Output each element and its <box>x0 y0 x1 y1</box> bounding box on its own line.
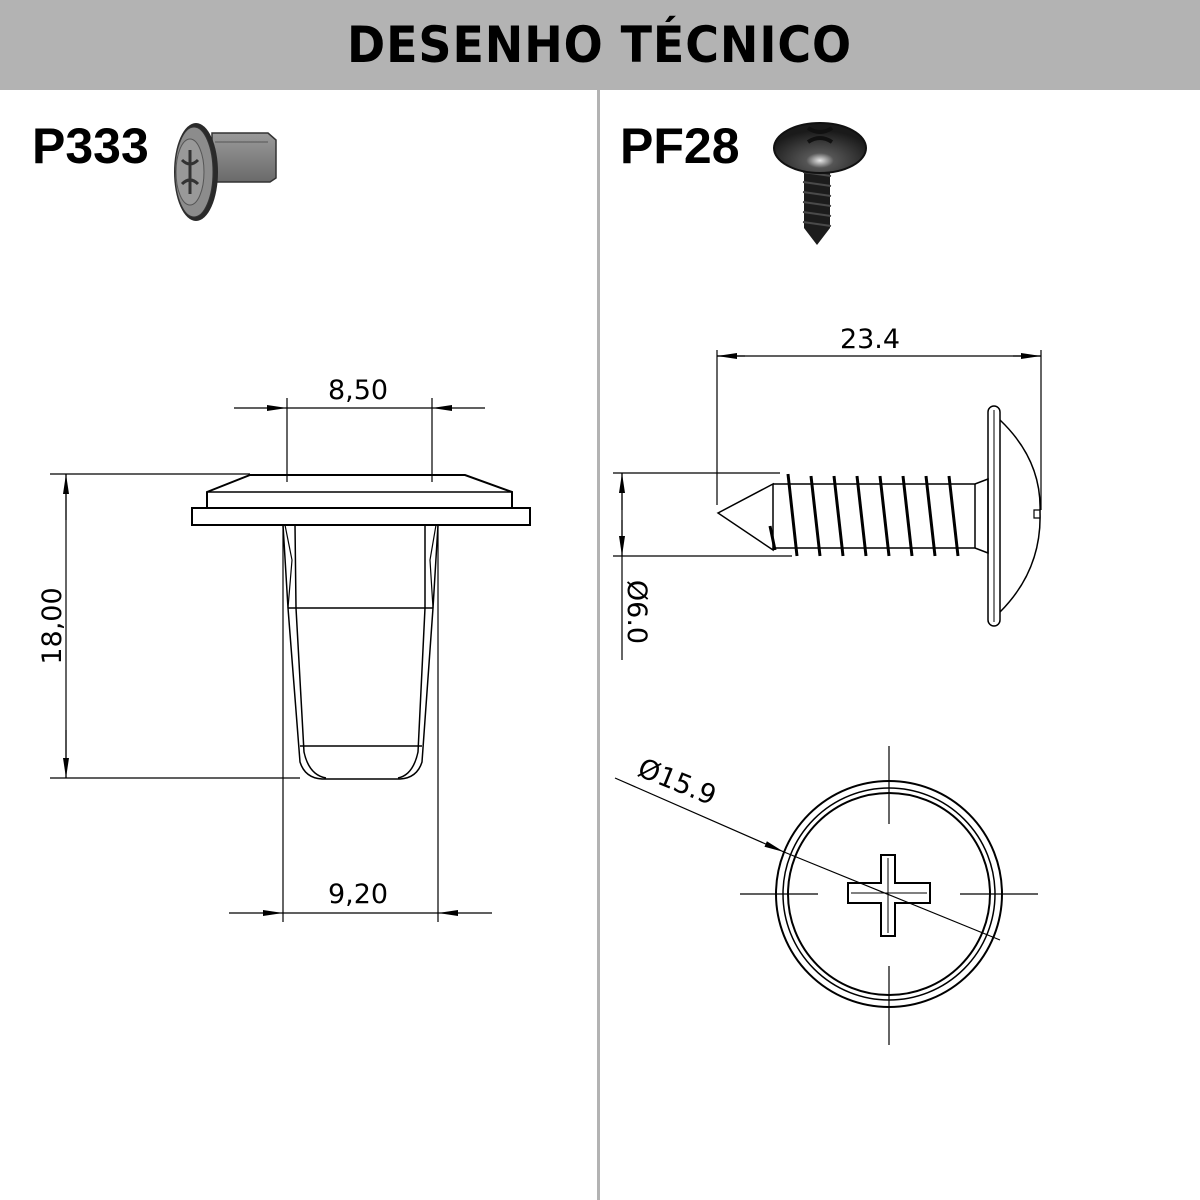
dimension-length: 23.4 <box>840 324 900 355</box>
p333-dimension-lines <box>50 398 492 922</box>
product-code-pf28: PF28 <box>620 118 740 174</box>
dimension-bottom-width: 9,20 <box>328 879 388 910</box>
pf28-top-dimension-lines <box>614 777 1001 941</box>
header-bar: DESENHO TÉCNICO <box>0 0 1200 90</box>
panel-divider <box>597 90 600 1200</box>
p333-drawing <box>191 474 531 780</box>
pf28-side-dimension-lines <box>613 350 1042 660</box>
push-nut-clip-icon <box>174 123 277 221</box>
dimension-thread-diameter: Ø6.0 <box>621 580 652 644</box>
page-title: DESENHO TÉCNICO <box>347 16 853 74</box>
phillips-screw-icon <box>773 122 867 245</box>
dimension-head-diameter: Ø15.9 <box>633 753 720 812</box>
pf28-side-view <box>716 405 1041 627</box>
dimension-top-width: 8,50 <box>328 375 388 406</box>
product-code-p333: P333 <box>32 118 149 174</box>
pf28-top-view <box>740 746 1038 1045</box>
dimension-height: 18,00 <box>37 587 68 664</box>
